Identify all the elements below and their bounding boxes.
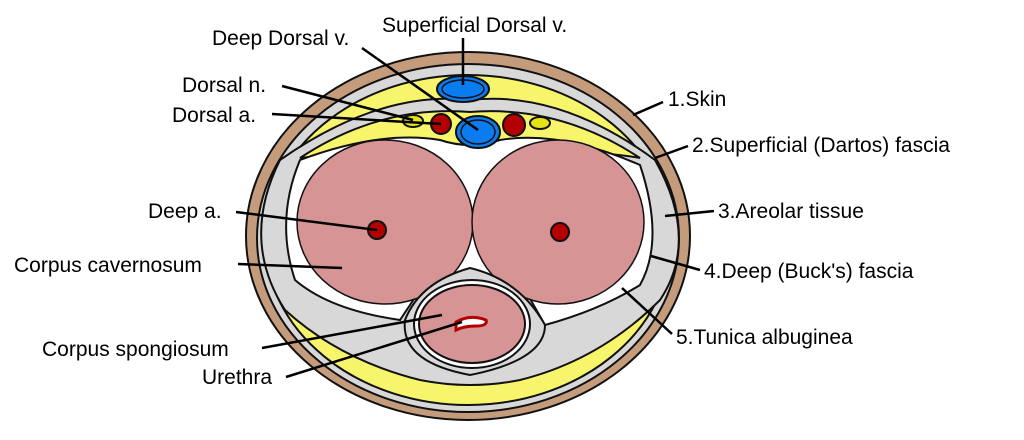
labels: Superficial Dorsal v. Deep Dorsal v. Dor… (14, 14, 950, 389)
label-urethra: Urethra (202, 366, 272, 389)
label-superficial-dorsal-vein: Superficial Dorsal v. (382, 14, 567, 37)
label-dorsal-nerve: Dorsal n. (182, 74, 266, 97)
label-areolar-tissue: 3.Areolar tissue (718, 200, 864, 223)
deep-dorsal-vein (455, 115, 501, 149)
dorsal-artery-right (502, 113, 526, 137)
deep-dorsal-vein-inner (460, 119, 496, 145)
dorsal-nerve-right (529, 116, 551, 130)
leader-lines (235, 38, 715, 379)
label-corpus-spongiosum: Corpus spongiosum (42, 338, 229, 361)
label-deep-artery: Deep a. (148, 200, 222, 223)
label-skin: 1.Skin (668, 88, 726, 111)
label-superficial-fascia: 2.Superficial (Dartos) fascia (692, 134, 950, 157)
label-deep-fascia: 4.Deep (Buck's) fascia (704, 260, 914, 283)
label-tunica-albuginea: 5.Tunica albuginea (676, 326, 853, 349)
urethra-lumen (454, 315, 488, 333)
corpus-cavernosum-right (471, 139, 645, 305)
label-dorsal-artery: Dorsal a. (172, 104, 256, 127)
deep-artery-right (550, 222, 570, 242)
label-deep-dorsal-vein: Deep Dorsal v. (212, 27, 349, 50)
label-corpus-cavernosum: Corpus cavernosum (14, 254, 202, 277)
cross-section (245, 51, 691, 421)
